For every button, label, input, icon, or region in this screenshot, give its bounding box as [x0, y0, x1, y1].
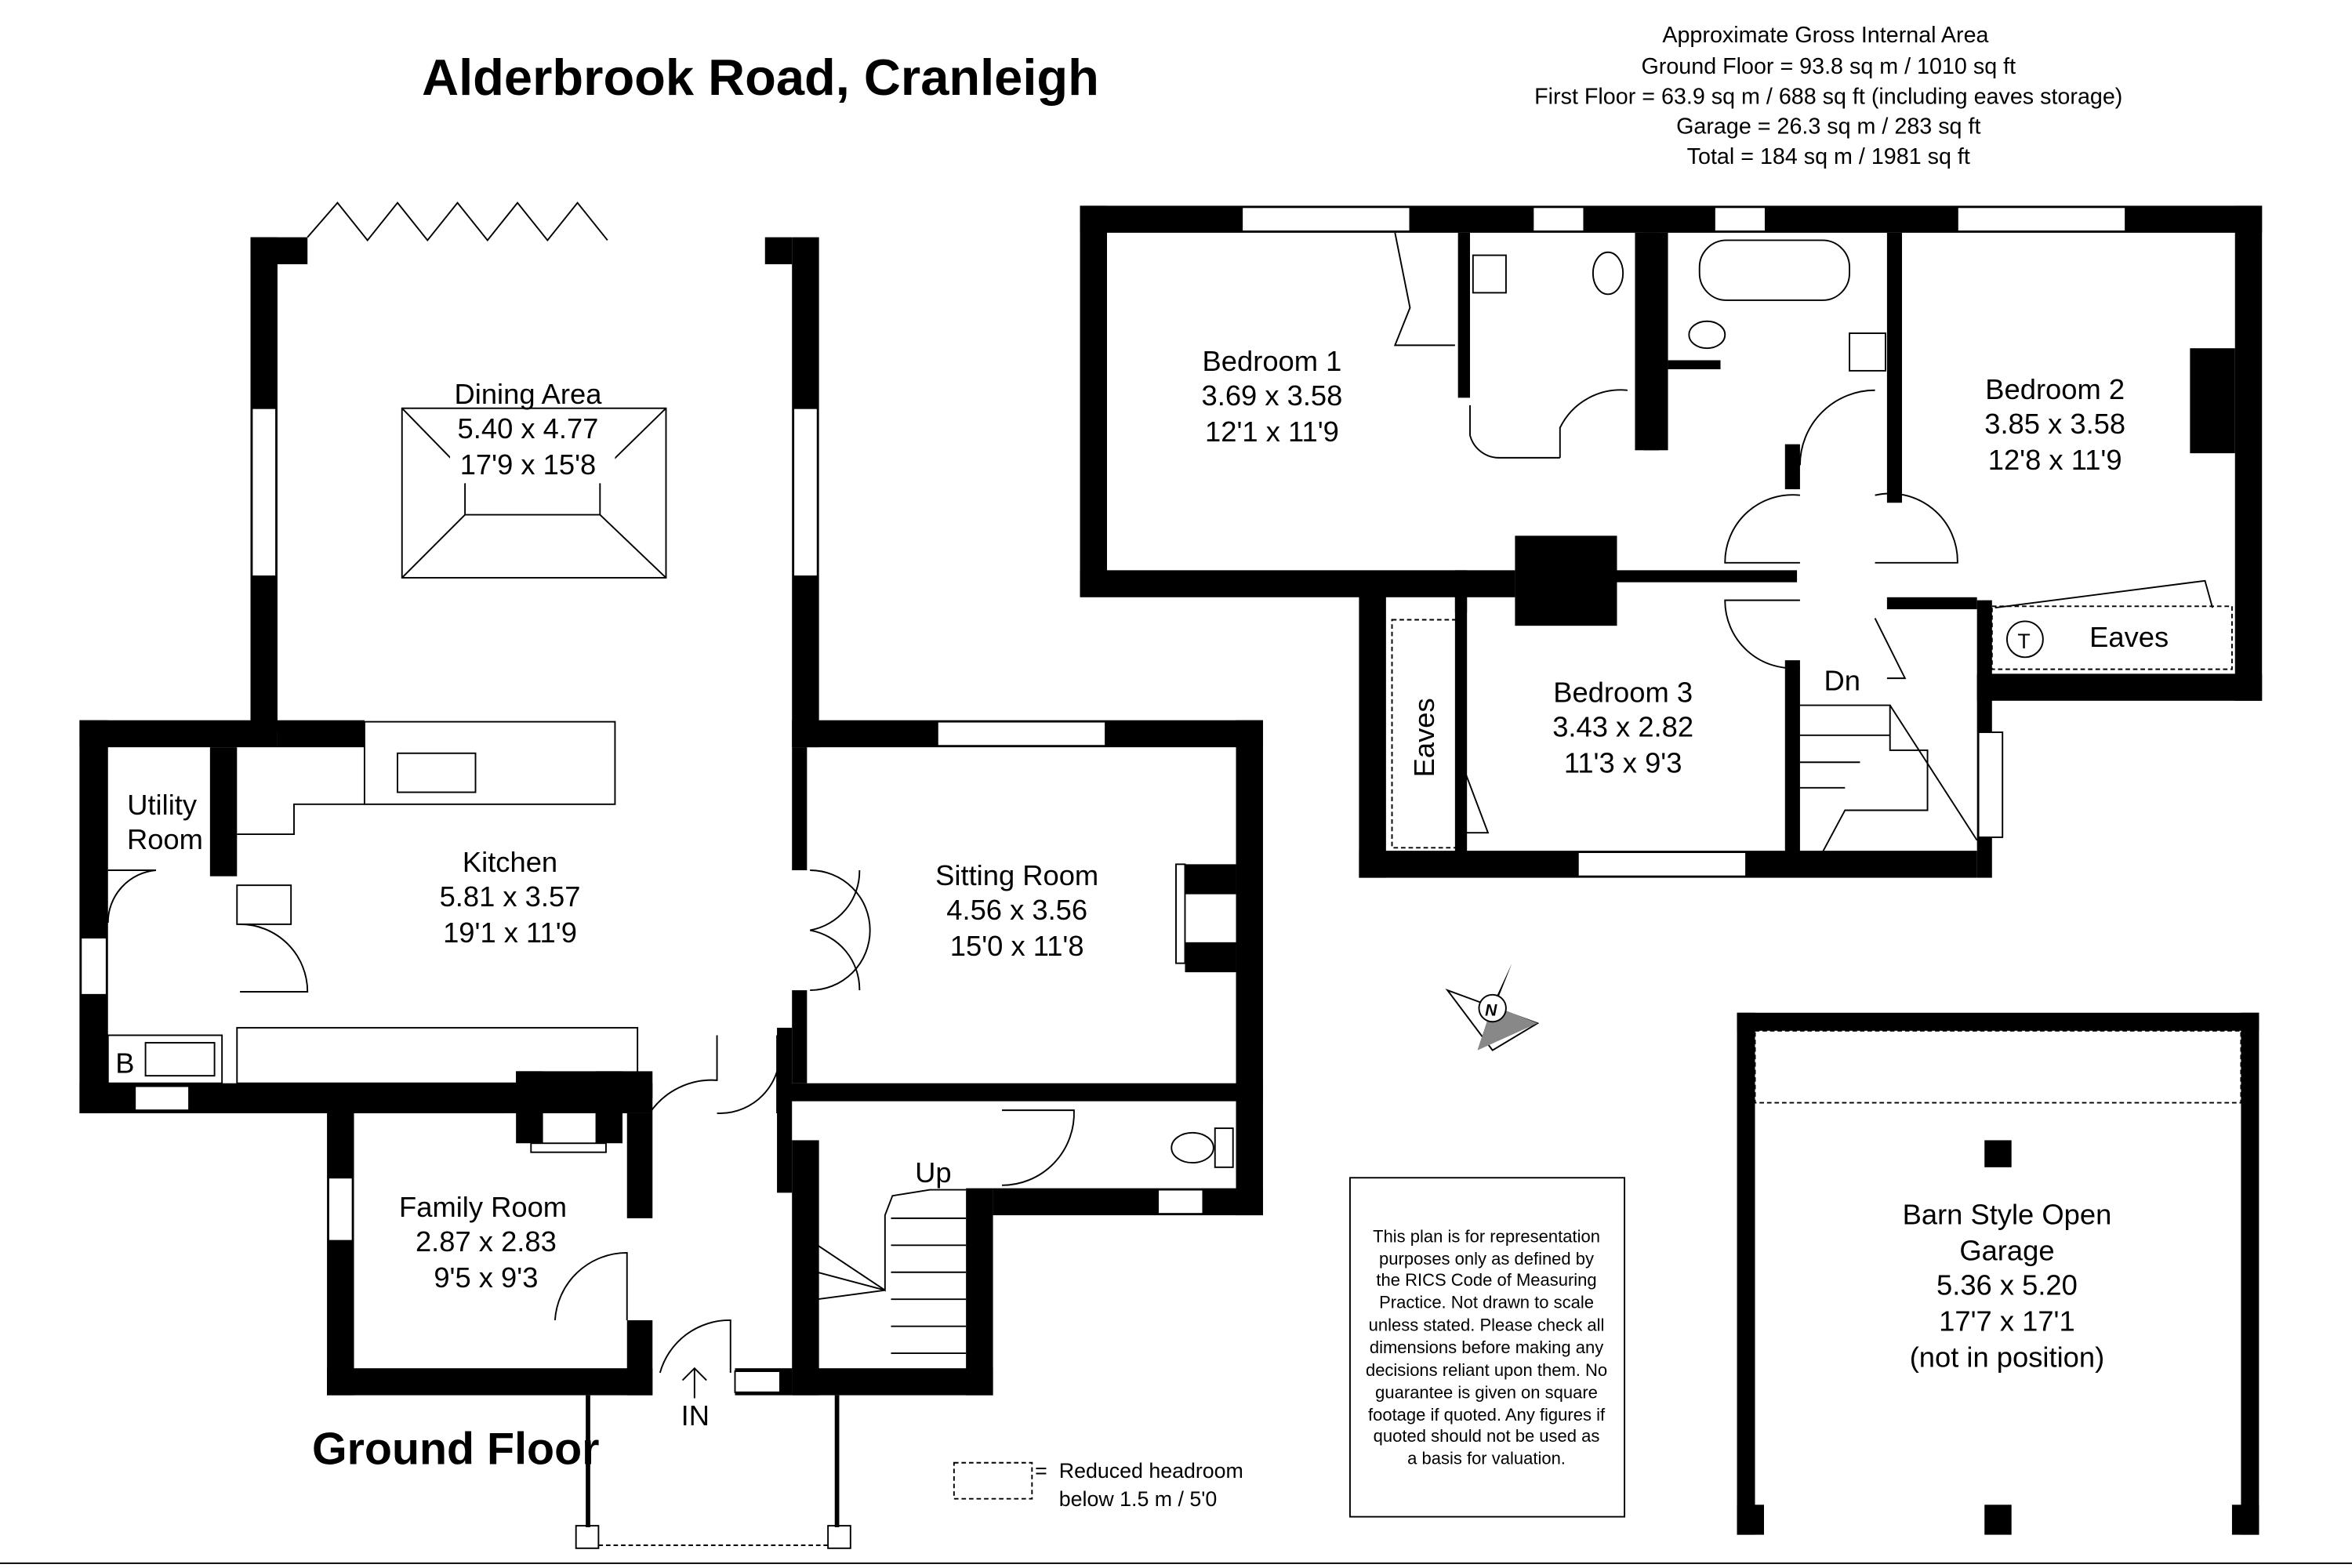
- garage-name: Garage: [1959, 1234, 2054, 1266]
- room-imperial: 19'1 x 11'9: [443, 916, 577, 949]
- disclaimer-line: decisions reliant upon them. No: [1366, 1360, 1607, 1380]
- room-metric: 3.43 x 2.82: [1552, 711, 1693, 743]
- garage-imperial: 17'7 x 17'1: [1939, 1305, 2075, 1337]
- room-metric: 3.69 x 3.58: [1202, 379, 1343, 412]
- room-dining-area: Dining Area 5.40 x 4.77 17'9 x 15'8: [401, 378, 667, 579]
- room-name: Family Room: [399, 1191, 567, 1223]
- room-metric: 3.85 x 3.58: [1984, 408, 2125, 440]
- disclaimer-line: Practice. Not drawn to scale: [1379, 1293, 1594, 1312]
- first-floor-walls: [1080, 205, 2263, 878]
- area-garage: Garage = 26.3 sq m / 283 sq ft: [1676, 114, 1980, 140]
- entrance-label: IN: [681, 1399, 710, 1432]
- sink: [397, 752, 477, 793]
- room-bedroom-1: Bedroom 1 3.69 x 3.58 12'1 x 11'9: [1202, 345, 1343, 448]
- disclaimer: This plan is for representation purposes…: [1348, 1177, 1626, 1518]
- disclaimer-line: dimensions before making any: [1370, 1338, 1603, 1357]
- room-bedroom-3: Bedroom 3 3.43 x 2.82 11'3 x 9'3: [1552, 677, 1693, 779]
- disclaimer-line: a basis for valuation.: [1407, 1449, 1566, 1468]
- room-metric: 4.56 x 3.56: [946, 894, 1087, 926]
- room-family-room: Family Room 2.87 x 2.83 9'5 x 9'3: [399, 1191, 567, 1294]
- ground-floor-walls: [79, 201, 1263, 1549]
- window: [251, 407, 277, 577]
- compass-icon: N: [1445, 963, 1540, 1051]
- legend-equals: =: [1035, 1459, 1047, 1483]
- compass-north: N: [1485, 1002, 1497, 1020]
- disclaimer-line: This plan is for representation: [1373, 1227, 1600, 1247]
- garage-metric: 5.36 x 5.20: [1936, 1269, 2078, 1301]
- room-imperial: 9'5 x 9'3: [434, 1261, 538, 1294]
- room-utility: Utility Room: [127, 789, 203, 855]
- eaves-storage: [1391, 619, 1462, 849]
- chimney: [1515, 535, 1617, 626]
- room-name: Kitchen: [463, 846, 557, 878]
- disclaimer-line: purposes only as defined by: [1379, 1249, 1594, 1269]
- room-name: Bedroom 3: [1553, 677, 1693, 709]
- area-summary: Approximate Gross Internal Area Ground F…: [1534, 23, 2122, 169]
- garage-name: Barn Style Open: [1903, 1199, 2112, 1231]
- legend: = Reduced headroom below 1.5 m / 5'0: [953, 1459, 1243, 1511]
- area-first: First Floor = 63.9 sq m / 688 sq ft (inc…: [1534, 84, 2122, 109]
- staircase-down[interactable]: [1799, 704, 1978, 853]
- eaves-label: Eaves: [2089, 621, 2169, 653]
- stairs-up-label: Up: [915, 1156, 951, 1189]
- area-ground: Ground Floor = 93.8 sq m / 1010 sq ft: [1641, 54, 2016, 79]
- room-bedroom-2: Bedroom 2 3.85 x 3.58 12'8 x 11'9: [1984, 373, 2125, 476]
- area-heading: Approximate Gross Internal Area: [1662, 23, 1988, 48]
- room-name: Room: [127, 823, 203, 855]
- room-name: Bedroom 2: [1985, 373, 2125, 405]
- garage-note: (not in position): [1910, 1341, 2104, 1373]
- room-metric: 5.81 x 3.57: [440, 880, 581, 913]
- room-imperial: 12'8 x 11'9: [1988, 444, 2122, 476]
- disclaimer-line: quoted should not be used as: [1374, 1426, 1600, 1446]
- boiler-label: B: [115, 1047, 134, 1079]
- garage: Barn Style Open Garage 5.36 x 5.20 17'7 …: [1737, 1012, 2259, 1535]
- room-imperial: 17'9 x 15'8: [460, 448, 597, 481]
- disclaimer-line: footage if quoted. Any figures if: [1368, 1405, 1606, 1425]
- reduced-headroom-swatch: [953, 1461, 1033, 1500]
- legend-text: below 1.5 m / 5'0: [1059, 1487, 1218, 1511]
- area-total: Total = 184 sq m / 1981 sq ft: [1687, 144, 1970, 169]
- room-kitchen: Kitchen 5.81 x 3.57 19'1 x 11'9: [440, 846, 581, 949]
- entrance-arrow-icon: [681, 1367, 707, 1399]
- room-name: Sitting Room: [935, 859, 1098, 891]
- ground-floor-label: Ground Floor: [312, 1425, 600, 1475]
- room-imperial: 15'0 x 11'8: [950, 930, 1084, 962]
- legend-text: Reduced headroom: [1059, 1459, 1243, 1483]
- disclaimer-line: the RICS Code of Measuring: [1376, 1270, 1596, 1290]
- room-name: Utility: [127, 789, 198, 821]
- room-metric: 2.87 x 2.83: [416, 1225, 557, 1258]
- room-sitting-room: Sitting Room 4.56 x 3.56 15'0 x 11'8: [935, 859, 1098, 962]
- disclaimer-line: guarantee is given on square: [1375, 1382, 1598, 1402]
- page-title: Alderbrook Road, Cranleigh: [422, 49, 1099, 106]
- staircase[interactable]: [817, 1189, 967, 1355]
- tank-label: T: [2017, 630, 2030, 653]
- room-name: Dining Area: [455, 378, 603, 410]
- room-imperial: 11'3 x 9'3: [1564, 747, 1682, 779]
- disclaimer-line: unless stated. Please check all: [1369, 1315, 1605, 1334]
- room-imperial: 12'1 x 11'9: [1205, 416, 1339, 448]
- stairs-down-label: Dn: [1824, 664, 1860, 696]
- eaves-label: Eaves: [1408, 698, 1440, 777]
- room-name: Bedroom 1: [1203, 345, 1342, 377]
- window: [793, 407, 818, 577]
- eaves-storage: [1991, 605, 2233, 670]
- room-metric: 5.40 x 4.77: [458, 412, 599, 445]
- bifold-door: [307, 201, 608, 241]
